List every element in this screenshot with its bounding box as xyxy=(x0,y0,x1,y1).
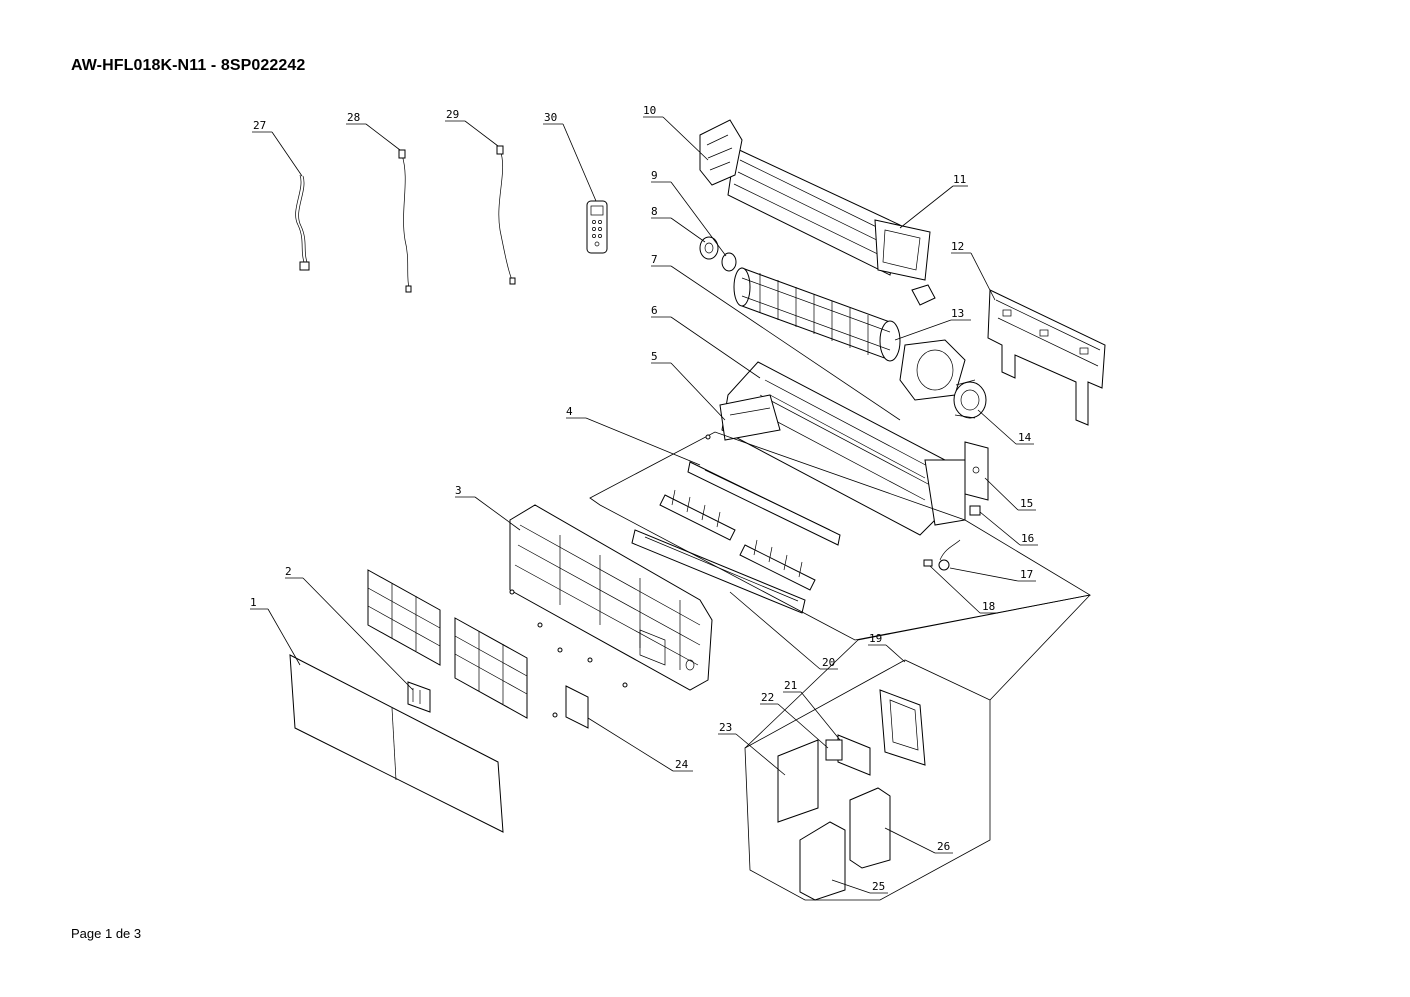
callout-label-9: 9 xyxy=(651,169,658,182)
callout-13: 13 xyxy=(894,307,971,341)
callout-label-22: 22 xyxy=(761,691,774,704)
callout-4: 4 xyxy=(566,405,701,466)
terminal-block-part-22 xyxy=(825,739,843,761)
sensor-part-16 xyxy=(969,505,981,516)
callout-label-8: 8 xyxy=(651,205,658,218)
callout-label-30: 30 xyxy=(544,111,557,124)
callout-17: 17 xyxy=(949,567,1036,582)
filter-clip-part-2 xyxy=(407,681,431,713)
callout-label-7: 7 xyxy=(651,253,658,266)
callout-label-16: 16 xyxy=(1021,532,1034,545)
callout-label-6: 6 xyxy=(651,304,658,317)
callout-12: 12 xyxy=(951,240,996,301)
callout-1: 1 xyxy=(250,596,301,666)
motor-holder-part xyxy=(899,339,966,401)
callout-6: 6 xyxy=(651,304,761,379)
cross-flow-fan-part-13 xyxy=(733,267,901,362)
callout-28: 28 xyxy=(346,111,401,151)
callout-label-25: 25 xyxy=(872,880,885,893)
callout-18: 18 xyxy=(929,565,998,614)
callout-30: 30 xyxy=(543,111,597,202)
mounting-plate-part-12 xyxy=(987,289,1106,426)
louver-linkage-part-4 xyxy=(687,461,841,546)
callout-label-10: 10 xyxy=(643,104,656,117)
callout-25: 25 xyxy=(831,879,888,894)
callout-label-4: 4 xyxy=(566,405,573,418)
callout-27: 27 xyxy=(252,119,303,177)
callout-label-14: 14 xyxy=(1018,431,1032,444)
callout-21: 21 xyxy=(783,679,841,741)
air-filter-right xyxy=(454,617,528,719)
callout-label-26: 26 xyxy=(937,840,950,853)
callout-5: 5 xyxy=(651,350,726,421)
vertical-blades-left xyxy=(659,489,736,541)
callout-20: 20 xyxy=(729,591,838,670)
electrical-cover-part-24 xyxy=(565,685,589,729)
evaporator-part-11 xyxy=(727,147,931,281)
callout-7: 7 xyxy=(651,253,901,421)
callout-label-12: 12 xyxy=(951,240,964,253)
callout-label-5: 5 xyxy=(651,350,658,363)
callout-24: 24 xyxy=(587,717,693,772)
screw-part-18 xyxy=(923,559,933,567)
callout-label-18: 18 xyxy=(982,600,995,613)
callout-8: 8 xyxy=(651,205,706,243)
callout-2: 2 xyxy=(285,565,414,691)
callout-label-19: 19 xyxy=(869,632,882,645)
callout-label-1: 1 xyxy=(250,596,257,609)
callout-9: 9 xyxy=(651,169,727,257)
document-title: AW-HFL018K-N11 - 8SP022242 xyxy=(71,57,306,74)
callout-19: 19 xyxy=(868,632,906,663)
callout-label-20: 20 xyxy=(822,656,835,669)
page-footer: Page 1 de 3 xyxy=(71,926,142,941)
callout-22: 22 xyxy=(760,691,829,749)
electric-box-part-25 xyxy=(799,821,846,901)
power-cord-part-27 xyxy=(295,174,310,271)
callout-10: 10 xyxy=(643,104,709,161)
front-panel-part-3 xyxy=(509,504,713,691)
callout-label-21: 21 xyxy=(784,679,797,692)
callout-29: 29 xyxy=(445,108,499,147)
remote-control-part-30 xyxy=(586,200,608,254)
callout-label-2: 2 xyxy=(285,565,292,578)
callout-label-11: 11 xyxy=(953,173,966,186)
louver-group-outline xyxy=(589,431,1092,641)
electric-box-cover-part-23 xyxy=(777,739,819,823)
drain-pan-part-5 xyxy=(719,394,781,441)
panel-part-1 xyxy=(289,654,504,833)
callout-label-13: 13 xyxy=(951,307,964,320)
callout-label-27: 27 xyxy=(253,119,266,132)
electric-box-part-26 xyxy=(849,787,891,869)
callout-label-15: 15 xyxy=(1020,497,1033,510)
bearing-part-8 xyxy=(699,236,719,260)
callout-label-23: 23 xyxy=(719,721,732,734)
callout-16: 16 xyxy=(979,511,1038,546)
callout-label-3: 3 xyxy=(455,484,462,497)
callout-11: 11 xyxy=(899,173,968,229)
screws xyxy=(509,434,711,718)
callout-3: 3 xyxy=(455,484,521,531)
callout-15: 15 xyxy=(984,477,1036,511)
callout-label-24: 24 xyxy=(675,758,689,771)
callout-label-28: 28 xyxy=(347,111,360,124)
bearing-holder-part-9 xyxy=(721,252,737,272)
chassis-part-6 xyxy=(721,361,966,536)
cable-part-29 xyxy=(496,145,516,285)
fan-motor-part-14 xyxy=(953,379,987,419)
evaporator-bracket-part-10 xyxy=(699,119,743,186)
callout-23: 23 xyxy=(718,721,786,776)
callout-14: 14 xyxy=(977,409,1034,445)
vertical-blades-right xyxy=(739,539,816,591)
air-filter-left xyxy=(367,569,441,666)
cable-part-28 xyxy=(398,149,412,293)
callout-label-17: 17 xyxy=(1020,568,1033,581)
main-board-part-21 xyxy=(837,689,926,776)
display-board-part-15 xyxy=(964,441,989,501)
callout-26: 26 xyxy=(884,827,953,854)
pipe-bracket-part xyxy=(911,284,936,306)
stepper-motor-part-17 xyxy=(938,539,961,571)
callout-label-29: 29 xyxy=(446,108,459,121)
